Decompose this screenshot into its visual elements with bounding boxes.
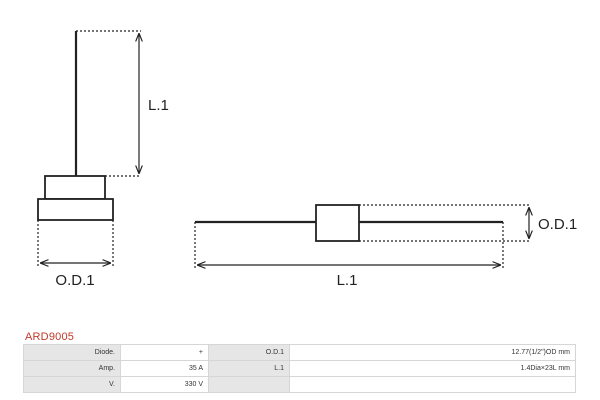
- table-row: Amp. 35 A L.1 1.4Dia×23L mm: [23, 360, 576, 377]
- spec-label-diode: Diode.: [23, 344, 121, 361]
- spec-value-od: 12.77(1/2")OD mm: [289, 344, 576, 361]
- right-length-label: L.1: [337, 272, 358, 289]
- diode-base: [37, 198, 114, 221]
- spec-label-amp: Amp.: [23, 360, 121, 377]
- spec-label-empty: [208, 376, 290, 393]
- diode-body: [315, 204, 360, 242]
- technical-drawing: L.1 O.D.1 O.D.1 L.1: [37, 30, 577, 289]
- spec-table: Diode. + O.D.1 12.77(1/2")OD mm Amp. 35 …: [23, 344, 576, 393]
- spec-value-empty: [289, 376, 576, 393]
- table-row: Diode. + O.D.1 12.77(1/2")OD mm: [23, 344, 576, 361]
- spec-value-diode: +: [120, 344, 209, 361]
- spec-value-amp: 35 A: [120, 360, 209, 377]
- left-length-label: L.1: [148, 97, 169, 114]
- spec-label-length: L.1: [208, 360, 290, 377]
- table-row: V. 330 V: [23, 376, 576, 393]
- left-diode-view: L.1 O.D.1: [37, 30, 169, 289]
- spec-label-od: O.D.1: [208, 344, 290, 361]
- diode-cap: [44, 175, 106, 200]
- part-number: ARD9005: [25, 331, 75, 343]
- right-diameter-label: O.D.1: [538, 216, 577, 233]
- right-diode-view: O.D.1 L.1: [194, 204, 577, 289]
- spec-label-voltage: V.: [23, 376, 121, 393]
- spec-value-voltage: 330 V: [120, 376, 209, 393]
- left-diameter-label: O.D.1: [55, 272, 94, 289]
- spec-value-length: 1.4Dia×23L mm: [289, 360, 576, 377]
